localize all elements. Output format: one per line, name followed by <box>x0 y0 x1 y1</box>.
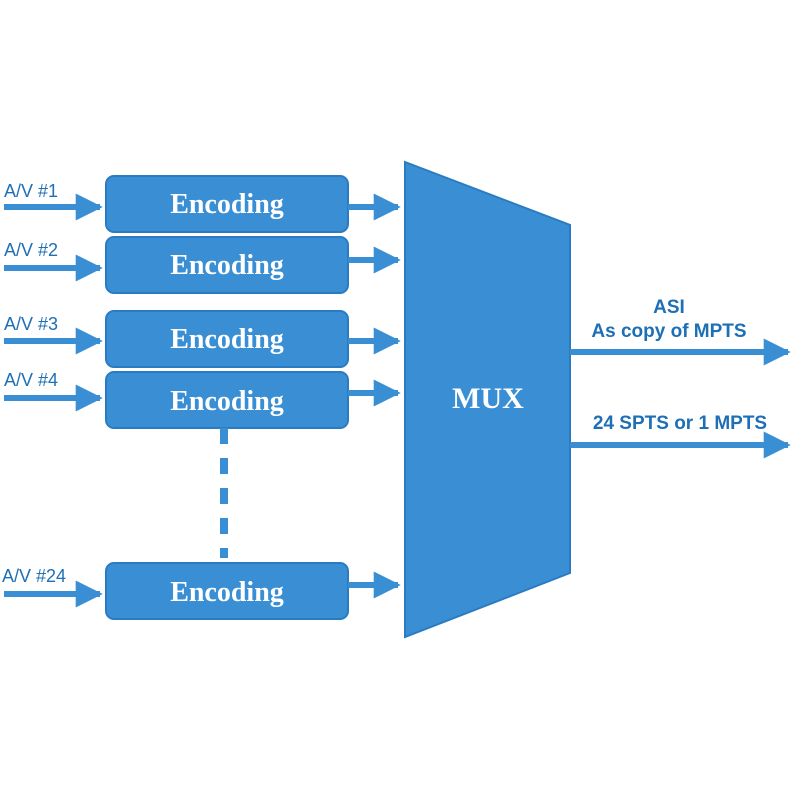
mux-label: MUX <box>452 382 524 415</box>
output-label-line-1: 24 SPTS or 1 MPTS <box>593 413 767 434</box>
input-label: A/V #2 <box>4 240 58 260</box>
output-label-line-2: As copy of MPTS <box>591 321 746 342</box>
input-label: A/V #1 <box>4 181 58 201</box>
output-spts: 24 SPTS or 1 MPTS <box>570 413 791 459</box>
encoder-label: Encoding <box>170 386 284 417</box>
encoder-label: Encoding <box>170 324 284 355</box>
input-row-4: A/V #4 Encoding <box>4 370 401 429</box>
input-label: A/V #4 <box>4 370 58 390</box>
input-row-24: A/V #24 Encoding <box>2 562 401 620</box>
encoder-label: Encoding <box>170 250 284 281</box>
input-label: A/V #3 <box>4 314 58 334</box>
encoder-label: Encoding <box>170 577 284 608</box>
output-label-line-1: ASI <box>653 297 685 318</box>
mux-block <box>404 160 571 639</box>
input-row-2: A/V #2 Encoding <box>4 236 401 294</box>
output-asi: ASI As copy of MPTS <box>570 297 791 366</box>
encoder-box <box>105 562 349 620</box>
input-row-3: A/V #3 Encoding <box>4 310 401 368</box>
input-label: A/V #24 <box>2 566 66 586</box>
input-row-1: A/V #1 Encoding <box>4 175 401 233</box>
encoder-box <box>105 236 349 294</box>
encoder-label: Encoding <box>170 189 284 220</box>
